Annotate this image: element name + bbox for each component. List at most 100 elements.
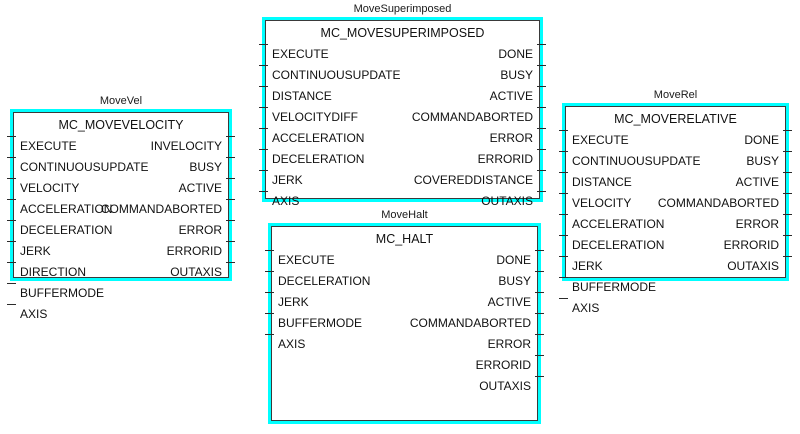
input-pin-label[interactable]: ACCELERATION <box>572 217 665 231</box>
output-pin-label[interactable]: ERROR <box>487 337 531 351</box>
pin-stub-output[interactable] <box>226 241 235 242</box>
pin-stub-input[interactable] <box>7 157 16 158</box>
pin-stub-input[interactable] <box>259 65 268 66</box>
pin-stub-output[interactable] <box>783 256 792 257</box>
pin-stub-output[interactable] <box>783 172 792 173</box>
pin-stub-input[interactable] <box>559 130 568 131</box>
input-pin-label[interactable]: JERK <box>572 259 603 273</box>
input-pin-label[interactable]: ACCELERATION <box>272 131 365 145</box>
pin-stub-output[interactable] <box>535 355 544 356</box>
output-pin-label[interactable]: DONE <box>744 133 779 147</box>
pin-stub-input[interactable] <box>559 151 568 152</box>
output-pin-label[interactable]: ACTIVE <box>487 295 531 309</box>
pin-stub-input[interactable] <box>7 241 16 242</box>
output-pin-label[interactable]: INVELOCITY <box>150 139 222 153</box>
output-pin-label[interactable]: ERROR <box>735 217 779 231</box>
pin-stub-input[interactable] <box>559 193 568 194</box>
output-pin-label[interactable]: ERROR <box>178 223 222 237</box>
pin-stub-input[interactable] <box>259 86 268 87</box>
input-pin-label[interactable]: CONTINUOUSUPDATE <box>272 68 401 82</box>
pin-stub-input[interactable] <box>265 271 274 272</box>
input-pin-label[interactable]: DECELERATION <box>572 238 665 252</box>
output-pin-label[interactable]: COVEREDDISTANCE <box>413 173 533 187</box>
pin-stub-input[interactable] <box>7 178 16 179</box>
input-pin-label[interactable]: BUFFERMODE <box>278 316 362 330</box>
input-pin-label[interactable]: AXIS <box>20 307 48 321</box>
pin-stub-input[interactable] <box>7 262 16 263</box>
pin-stub-input[interactable] <box>559 277 568 278</box>
input-pin-label[interactable]: DECELERATION <box>20 223 113 237</box>
pin-stub-output[interactable] <box>783 193 792 194</box>
input-pin-label[interactable]: ACCELERATION <box>20 202 113 216</box>
pin-stub-output[interactable] <box>783 235 792 236</box>
output-pin-label[interactable]: DONE <box>498 47 533 61</box>
pin-stub-input[interactable] <box>259 191 268 192</box>
output-pin-label[interactable]: COMMANDABORTED <box>100 202 222 216</box>
pin-stub-input[interactable] <box>259 149 268 150</box>
pin-stub-input[interactable] <box>259 107 268 108</box>
pin-stub-input[interactable] <box>559 256 568 257</box>
input-pin-label[interactable]: JERK <box>272 173 303 187</box>
pin-stub-output[interactable] <box>537 191 546 192</box>
pin-stub-output[interactable] <box>537 170 546 171</box>
input-pin-label[interactable]: JERK <box>20 244 51 258</box>
pin-stub-input[interactable] <box>559 214 568 215</box>
pin-stub-input[interactable] <box>265 292 274 293</box>
input-pin-label[interactable]: CONTINUOUSUPDATE <box>572 154 701 168</box>
pin-stub-input[interactable] <box>259 170 268 171</box>
input-pin-label[interactable]: VELOCITYDIFF <box>272 110 359 124</box>
output-pin-label[interactable]: ACTIVE <box>735 175 779 189</box>
pin-stub-output[interactable] <box>226 262 235 263</box>
input-pin-label[interactable]: CONTINUOUSUPDATE <box>20 160 149 174</box>
pin-stub-input[interactable] <box>7 283 16 284</box>
input-pin-label[interactable]: BUFFERMODE <box>572 280 656 294</box>
function-block-movesuperimposed[interactable]: MoveSuperimposed MC_MOVESUPERIMPOSED EXE… <box>259 3 546 208</box>
pin-stub-output[interactable] <box>535 271 544 272</box>
pin-stub-output[interactable] <box>535 250 544 251</box>
input-pin-label[interactable]: EXECUTE <box>272 47 329 61</box>
input-pin-label[interactable]: DISTANCE <box>272 89 332 103</box>
pin-stub-output[interactable] <box>226 136 235 137</box>
output-pin-label[interactable]: OUTAXIS <box>479 379 531 393</box>
input-pin-label[interactable]: EXECUTE <box>20 139 77 153</box>
pin-stub-output[interactable] <box>537 86 546 87</box>
pin-stub-input[interactable] <box>265 334 274 335</box>
input-pin-label[interactable]: DECELERATION <box>278 274 371 288</box>
pin-stub-input[interactable] <box>7 304 16 305</box>
output-pin-label[interactable]: ERRORID <box>166 244 222 258</box>
pin-stub-output[interactable] <box>535 313 544 314</box>
pin-stub-output[interactable] <box>535 292 544 293</box>
input-pin-label[interactable]: VELOCITY <box>20 181 80 195</box>
output-pin-label[interactable]: OUTAXIS <box>727 259 779 273</box>
input-pin-label[interactable]: DECELERATION <box>272 152 365 166</box>
pin-stub-input[interactable] <box>265 313 274 314</box>
output-pin-label[interactable]: ERROR <box>489 131 533 145</box>
output-pin-label[interactable]: BUSY <box>498 274 531 288</box>
input-pin-label[interactable]: DIRECTION <box>20 265 86 279</box>
pin-stub-output[interactable] <box>783 130 792 131</box>
pin-stub-input[interactable] <box>559 298 568 299</box>
pin-stub-input[interactable] <box>559 172 568 173</box>
pin-stub-output[interactable] <box>783 151 792 152</box>
output-pin-label[interactable]: ERRORID <box>475 358 531 372</box>
pin-stub-output[interactable] <box>226 157 235 158</box>
input-pin-label[interactable]: DISTANCE <box>572 175 632 189</box>
pin-stub-input[interactable] <box>259 128 268 129</box>
input-pin-label[interactable]: AXIS <box>278 337 306 351</box>
pin-stub-output[interactable] <box>537 128 546 129</box>
output-pin-label[interactable]: BUSY <box>500 68 533 82</box>
output-pin-label[interactable]: COMMANDABORTED <box>657 196 779 210</box>
input-pin-label[interactable]: EXECUTE <box>572 133 629 147</box>
output-pin-label[interactable]: BUSY <box>746 154 779 168</box>
pin-stub-output[interactable] <box>535 334 544 335</box>
input-pin-label[interactable]: VELOCITY <box>572 196 632 210</box>
output-pin-label[interactable]: ACTIVE <box>489 89 533 103</box>
pin-stub-output[interactable] <box>537 107 546 108</box>
output-pin-label[interactable]: ERRORID <box>477 152 533 166</box>
output-pin-label[interactable]: OUTAXIS <box>170 265 222 279</box>
pin-stub-output[interactable] <box>783 214 792 215</box>
input-pin-label[interactable]: EXECUTE <box>278 253 335 267</box>
